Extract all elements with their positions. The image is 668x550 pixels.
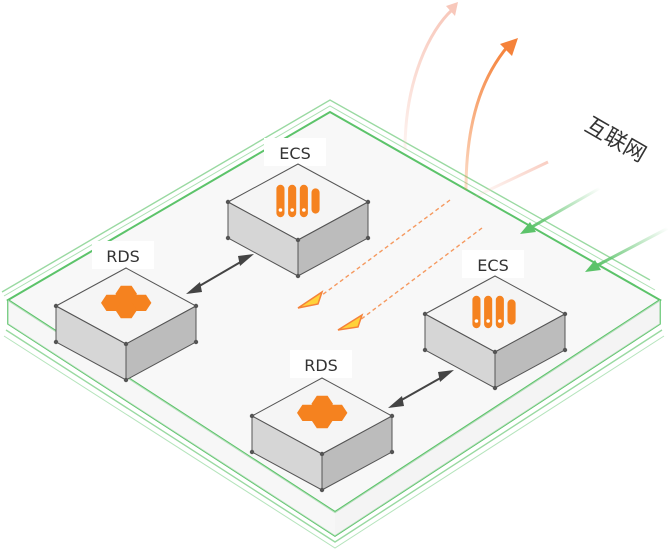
dashed-traffic-arrows	[297, 199, 483, 331]
node-label: RDS	[106, 247, 140, 266]
node-rds-bottom[interactable]: RDS	[249, 350, 395, 493]
outbound-arrows	[403, 2, 518, 191]
node-label: ECS	[279, 144, 310, 163]
node-ecs-top[interactable]: ECS	[225, 138, 371, 279]
inbound-arrows	[467, 160, 668, 272]
connector-ecs-rds-bottom	[388, 370, 454, 408]
connector-ecs-rds-left	[186, 254, 254, 294]
node-rds-left[interactable]: RDS	[53, 241, 199, 383]
node-label-box	[92, 241, 154, 269]
node-label: ECS	[477, 256, 508, 275]
internet-label: 互联网	[580, 113, 650, 168]
node-label-box	[462, 250, 524, 278]
node-label-box	[264, 138, 326, 166]
vpc-platform	[1, 99, 665, 549]
node-label-box	[290, 350, 352, 378]
node-label: RDS	[304, 356, 338, 375]
node-ecs-right[interactable]: ECS	[422, 250, 568, 391]
